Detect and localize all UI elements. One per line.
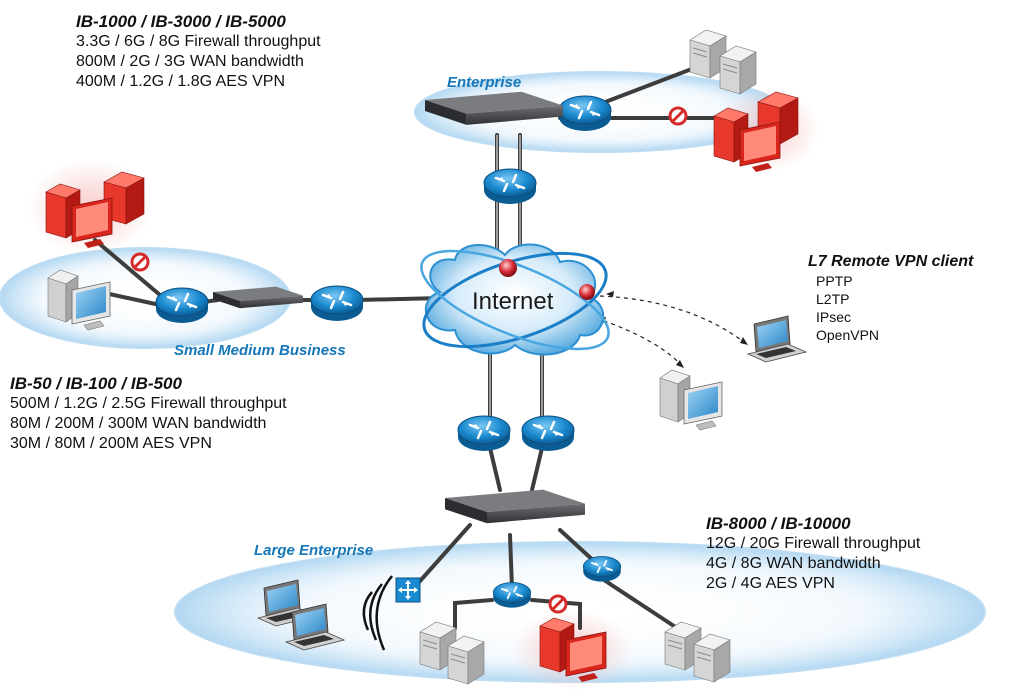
vpn-client-title: L7 Remote VPN client	[808, 253, 974, 270]
internet-cloud-icon	[420, 243, 610, 356]
enterprise-model-title: IB-1000 / IB-3000 / IB-5000	[76, 12, 286, 31]
large-enterprise-spec-block: IB-8000 / IB-10000 12G / 20G Firewall th…	[706, 514, 920, 594]
smb-spec-block: IB-50 / IB-100 / IB-500 500M / 1.2G / 2.…	[10, 374, 287, 454]
spec-line: 3.3G / 6G / 8G Firewall throughput	[76, 33, 321, 50]
smb-model-title: IB-50 / IB-100 / IB-500	[10, 374, 182, 393]
router-icon	[557, 94, 613, 133]
enterprise-spec-block: IB-1000 / IB-3000 / IB-5000 3.3G / 6G / …	[76, 12, 321, 92]
vpn-protocol: L2TP	[816, 291, 850, 307]
vpn-protocol: OpenVPN	[816, 327, 880, 343]
vpn-dashed-link-laptop	[599, 295, 749, 346]
large-enterprise-zone-label: Large Enterprise	[254, 542, 374, 559]
router-icon	[582, 555, 622, 583]
blocked-icon	[548, 594, 568, 614]
internet-label: Internet	[472, 288, 554, 315]
spec-line: 400M / 1.2G / 1.8G AES VPN	[76, 73, 285, 90]
router-icon	[492, 581, 532, 609]
router-icon	[309, 284, 365, 323]
large-enterprise-model-title: IB-8000 / IB-10000	[706, 514, 851, 533]
router-icon	[456, 414, 512, 453]
vpn-client-block: L7 Remote VPN client PPTP L2TP IPsec Ope…	[808, 252, 973, 344]
wifi-waves-icon	[362, 575, 393, 651]
laptop-icon	[747, 315, 807, 363]
access-point-icon	[395, 577, 421, 603]
server-icon	[693, 633, 731, 683]
router-icon	[154, 286, 210, 325]
vpn-dashed-link-pc	[595, 317, 685, 369]
spec-line: 80M / 200M / 300M WAN bandwidth	[10, 415, 267, 432]
router-icon	[482, 167, 538, 206]
enterprise-zone-label: Enterprise	[447, 74, 522, 91]
pc-icon	[659, 369, 723, 431]
spec-line: 30M / 80M / 200M AES VPN	[10, 435, 212, 452]
blocked-icon	[668, 106, 688, 126]
vpn-protocol: IPsec	[816, 309, 852, 325]
server-icon	[447, 635, 485, 685]
blocked-icon	[130, 252, 150, 272]
vpn-protocol: PPTP	[816, 273, 853, 289]
spec-line: 2G / 4G AES VPN	[706, 575, 835, 592]
spec-line: 800M / 2G / 3G WAN bandwidth	[76, 53, 304, 70]
spec-line: 500M / 1.2G / 2.5G Firewall throughput	[10, 395, 287, 412]
spec-line: 4G / 8G WAN bandwidth	[706, 555, 881, 572]
spec-line: 12G / 20G Firewall throughput	[706, 535, 921, 552]
smb-zone-label: Small Medium Business	[174, 342, 346, 359]
router-icon	[520, 414, 576, 453]
server-icon	[719, 45, 757, 95]
firewall-appliance-icon	[445, 489, 585, 524]
